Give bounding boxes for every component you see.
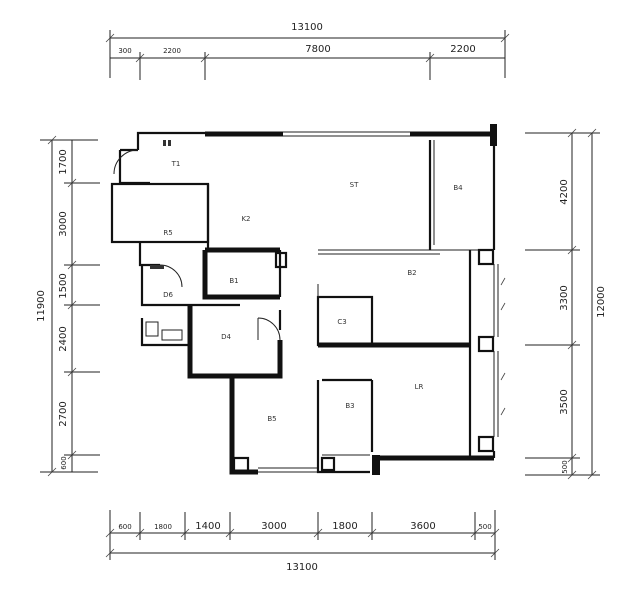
left-dim-4: 2400 (58, 326, 69, 351)
right-dim-1: 4200 (559, 179, 570, 204)
room-label-b2: B2 (407, 269, 416, 277)
room-labels: T1 K2 ST B4 R5 D6 B1 B2 C3 D4 B5 B3 LR (163, 160, 463, 423)
top-dim-4: 2200 (450, 44, 475, 55)
room-label-b4: B4 (453, 184, 463, 192)
room-label-b5: B5 (267, 415, 276, 423)
bottom-dim-2: 1800 (154, 523, 172, 531)
right-dim-2: 3300 (559, 285, 570, 310)
room-label-st: ST (350, 181, 359, 189)
room-label-b3: B3 (345, 402, 354, 410)
room-label-t1: T1 (171, 160, 181, 168)
left-dim-6: 600 (60, 456, 68, 469)
room-label-c3: C3 (337, 318, 346, 326)
bottom-total-dimension: 13100 (286, 562, 318, 573)
left-dim-2: 3000 (58, 211, 69, 236)
room-label-b1: B1 (229, 277, 238, 285)
bottom-dim-5: 1800 (332, 521, 357, 532)
right-dimension-lines: 4200 3300 3500 500 12000 (525, 128, 607, 480)
right-total-dimension: 12000 (596, 286, 607, 318)
room-label-d6: D6 (163, 291, 173, 299)
window-marks (500, 277, 506, 416)
left-dim-3: 1500 (58, 273, 69, 298)
left-dim-1: 1700 (58, 149, 69, 174)
room-label-k2: K2 (241, 215, 250, 223)
right-dim-4: 500 (561, 460, 569, 473)
bottom-dim-4: 3000 (261, 521, 286, 532)
top-dim-2: 2200 (163, 47, 181, 55)
walls (110, 124, 499, 475)
bottom-dimension-lines: 600 1800 1400 3000 1800 3600 500 13100 (105, 510, 500, 573)
top-dim-3: 7800 (305, 44, 330, 55)
right-dim-3: 3500 (559, 389, 570, 414)
left-dim-5: 2700 (58, 401, 69, 426)
bottom-dim-1: 600 (118, 523, 131, 531)
entry-door-swing (113, 149, 139, 175)
room-label-r5: R5 (163, 229, 172, 237)
bottom-dim-7: 500 (478, 523, 491, 531)
room-label-d4: D4 (221, 333, 231, 341)
top-dimension-lines: 13100 300 2200 7800 2200 (105, 22, 510, 80)
bottom-dim-6: 3600 (410, 521, 435, 532)
left-total-dimension: 11900 (36, 290, 47, 322)
top-dim-1: 300 (118, 47, 131, 55)
fixtures (150, 140, 171, 269)
room-label-lr: LR (415, 383, 424, 391)
left-dimension-lines: 11900 1700 3000 1500 2400 2700 600 (36, 135, 100, 477)
bottom-dim-3: 1400 (195, 521, 220, 532)
top-total-dimension: 13100 (291, 22, 323, 33)
